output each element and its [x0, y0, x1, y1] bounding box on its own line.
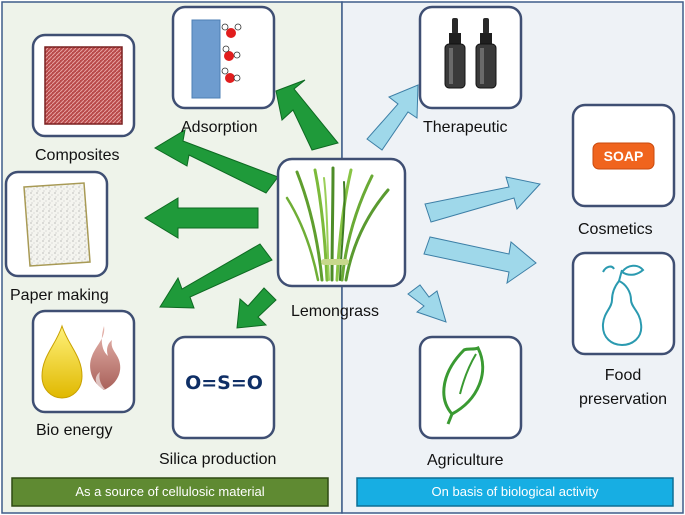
silica-box	[171, 335, 276, 440]
arrow-to-therapeutic	[366, 84, 419, 151]
arrow-to-composites	[154, 129, 279, 194]
label-composites: Composites	[35, 147, 120, 164]
arrow-to-paper-making	[144, 197, 259, 239]
food-preservation-box	[571, 251, 676, 356]
label-preservation: preservation	[578, 391, 668, 408]
arrow-to-adsorption	[275, 79, 339, 151]
label-therapeutic: Therapeutic	[423, 119, 508, 136]
arrow-to-agriculture	[407, 284, 447, 323]
left-footer-bar	[11, 477, 329, 507]
right-footer-text: On basis of biological activity	[431, 484, 599, 499]
dropper-bottles-icon	[444, 18, 497, 89]
arrow-to-cosmetics	[424, 176, 541, 223]
composite-fabric-icon	[44, 46, 123, 125]
paper-sheet-icon	[23, 182, 91, 267]
label-silica-production: Silica production	[159, 451, 277, 468]
label-adsorption: Adsorption	[181, 119, 258, 136]
agriculture-box	[418, 335, 523, 440]
soap-bar-icon	[592, 142, 655, 170]
leaf-icon	[442, 345, 485, 425]
adsorption-icon	[191, 19, 242, 99]
fuel-flame-icon	[41, 324, 121, 399]
therapeutic-box	[418, 5, 523, 110]
arrow-to-bio-energy	[159, 243, 273, 309]
label-bio-energy: Bio energy	[36, 422, 113, 439]
green-arrows	[144, 79, 339, 329]
left-footer-text: As a source of cellulosic material	[75, 484, 265, 499]
label-food: Food	[604, 367, 642, 384]
soap-badge: SOAP	[603, 148, 644, 164]
label-cosmetics: Cosmetics	[578, 221, 653, 238]
blue-arrows	[366, 84, 541, 323]
lemongrass-image	[285, 166, 390, 282]
pear-icon	[601, 264, 645, 347]
label-paper-making: Paper making	[10, 287, 109, 304]
right-footer-bar	[356, 477, 674, 507]
silica-formula: O=S=O	[185, 372, 263, 394]
adsorption-box	[171, 5, 276, 110]
label-agriculture: Agriculture	[427, 452, 504, 469]
label-lemongrass: Lemongrass	[291, 303, 380, 320]
arrow-to-food-preservation	[423, 236, 537, 285]
arrow-to-silica	[236, 287, 277, 329]
